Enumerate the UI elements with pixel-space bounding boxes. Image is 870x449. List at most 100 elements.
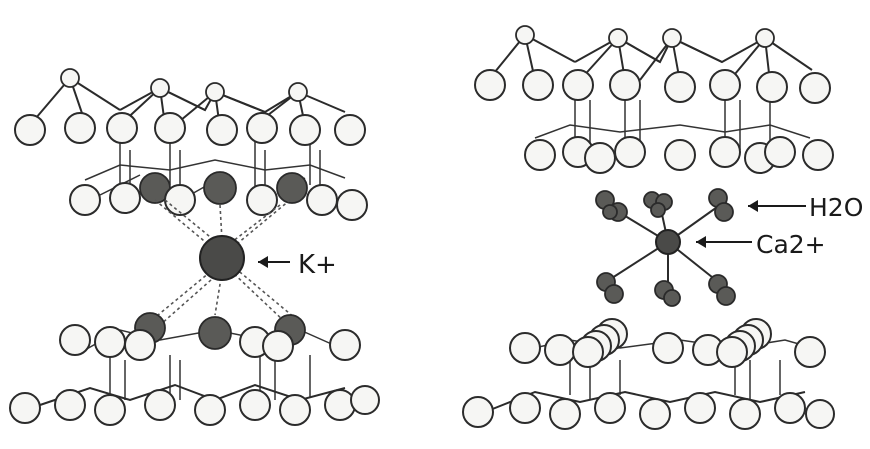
oxygen-atom bbox=[124, 329, 156, 361]
potassium-atom bbox=[203, 171, 237, 205]
oxygen-atom bbox=[639, 398, 671, 430]
potassium-ion bbox=[199, 235, 245, 281]
oxygen-atom bbox=[509, 332, 541, 364]
oxygen-atom bbox=[289, 114, 321, 146]
oxygen-atom bbox=[609, 69, 641, 101]
arrowhead-icon bbox=[258, 256, 268, 268]
water-label-group: H2O bbox=[748, 193, 863, 222]
arrowhead-icon bbox=[696, 236, 706, 248]
oxygen-atom bbox=[594, 392, 626, 424]
oxygen-atom bbox=[144, 389, 176, 421]
oxygen-atom bbox=[60, 68, 80, 88]
calcium-ion bbox=[655, 229, 681, 255]
oxygen-atom bbox=[524, 139, 556, 171]
oxygen-atom bbox=[662, 28, 682, 48]
oxygen-atom bbox=[69, 184, 101, 216]
oxygen-atom bbox=[194, 394, 226, 426]
oxygen-atom bbox=[205, 82, 225, 102]
potassium-atom bbox=[276, 172, 308, 204]
water-molecule bbox=[708, 274, 736, 306]
oxygen-atom bbox=[755, 28, 775, 48]
oxygen-atom bbox=[544, 334, 576, 366]
oxygen-atom bbox=[664, 139, 696, 171]
oxygen-atom bbox=[94, 394, 126, 426]
arrowhead-icon bbox=[748, 200, 758, 212]
oxygen-atom bbox=[206, 114, 238, 146]
oxygen-atom bbox=[109, 182, 141, 214]
k-ion-label-group: K+ bbox=[258, 250, 337, 280]
oxygen-atom bbox=[14, 114, 46, 146]
oxygen-atom bbox=[709, 136, 741, 168]
oxygen-atom bbox=[329, 329, 361, 361]
oxygen-atom bbox=[756, 71, 788, 103]
right-lower-row-2 bbox=[462, 392, 835, 430]
oxygen-atom bbox=[239, 389, 271, 421]
k-ion-label: K+ bbox=[298, 250, 337, 280]
oxygen-atom bbox=[306, 184, 338, 216]
oxygen-atom bbox=[805, 399, 835, 429]
oxygen-atom bbox=[106, 112, 138, 144]
water-molecule bbox=[596, 272, 624, 304]
left-panel: K+ bbox=[9, 68, 380, 426]
left-lower-row-1 bbox=[59, 312, 361, 362]
oxygen-atom bbox=[509, 392, 541, 424]
oxygen-atom bbox=[515, 25, 535, 45]
oxygen-atom bbox=[652, 332, 684, 364]
oxygen-atom bbox=[350, 385, 380, 415]
oxygen-atom bbox=[802, 139, 834, 171]
oxygen-atom bbox=[336, 189, 368, 221]
water-molecule bbox=[708, 188, 734, 222]
water-molecule bbox=[654, 280, 681, 307]
water-molecules bbox=[595, 188, 736, 307]
oxygen-atom bbox=[684, 392, 716, 424]
right-upper-row-3 bbox=[524, 136, 834, 174]
oxygen-atom bbox=[246, 112, 278, 144]
oxygen-atom bbox=[794, 336, 826, 368]
oxygen-atom bbox=[572, 336, 604, 368]
oxygen-atom bbox=[584, 142, 616, 174]
right-upper-top-atoms bbox=[515, 25, 775, 48]
oxygen-atom bbox=[262, 330, 294, 362]
oxygen-atom bbox=[549, 398, 581, 430]
left-lower-row-2 bbox=[9, 385, 380, 426]
water-molecule bbox=[595, 190, 628, 222]
oxygen-atom bbox=[614, 136, 646, 168]
right-lower-row-1 bbox=[509, 318, 826, 368]
oxygen-atom bbox=[664, 71, 696, 103]
water-molecule bbox=[643, 191, 673, 218]
left-upper-row-2 bbox=[14, 112, 366, 146]
oxygen-atom bbox=[59, 324, 91, 356]
oxygen-atom bbox=[774, 392, 806, 424]
potassium-atom bbox=[198, 316, 232, 350]
oxygen-atom bbox=[522, 69, 554, 101]
oxygen-atom bbox=[562, 69, 594, 101]
oxygen-atom bbox=[799, 72, 831, 104]
oxygen-atom bbox=[279, 394, 311, 426]
oxygen-atom bbox=[288, 82, 308, 102]
water-label: H2O bbox=[809, 193, 863, 222]
left-upper-top-atoms bbox=[60, 68, 308, 102]
calcium-label-group: Ca2+ bbox=[696, 230, 826, 259]
oxygen-atom bbox=[54, 389, 86, 421]
oxygen-atom bbox=[709, 69, 741, 101]
oxygen-atom bbox=[608, 28, 628, 48]
oxygen-atom bbox=[9, 392, 41, 424]
oxygen-atom bbox=[64, 112, 96, 144]
right-upper-row-2 bbox=[474, 69, 831, 104]
oxygen-atom bbox=[474, 69, 506, 101]
oxygen-atom bbox=[729, 398, 761, 430]
oxygen-atom bbox=[324, 389, 356, 421]
oxygen-atom bbox=[94, 326, 126, 358]
oxygen-atom bbox=[150, 78, 170, 98]
oxygen-atom bbox=[246, 184, 278, 216]
oxygen-atom bbox=[716, 336, 748, 368]
right-panel: H2O Ca2+ bbox=[462, 25, 863, 430]
oxygen-atom bbox=[764, 136, 796, 168]
oxygen-atom bbox=[462, 396, 494, 428]
oxygen-atom bbox=[154, 112, 186, 144]
left-upper-row-3 bbox=[69, 171, 368, 221]
oxygen-atom bbox=[164, 184, 196, 216]
oxygen-atom bbox=[334, 114, 366, 146]
calcium-label: Ca2+ bbox=[756, 230, 826, 259]
